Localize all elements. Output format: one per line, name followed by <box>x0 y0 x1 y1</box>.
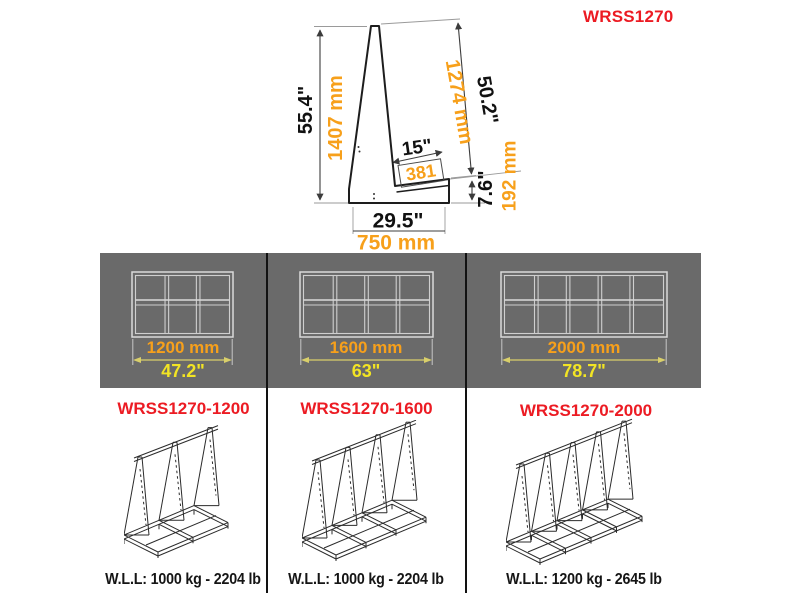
width-mm-label-1200: 1200 mm <box>146 338 220 357</box>
profile-outline <box>348 25 450 204</box>
dim-height-in-label: 55.4" <box>295 85 317 135</box>
dim-deck-in-label: 15" <box>400 135 434 161</box>
dim-height-mm-label: 1407 mm <box>325 75 347 161</box>
width-in-label-2000: 78.7" <box>562 361 606 381</box>
dimension-lines <box>316 22 476 232</box>
wll-label-1600: W.L.L: 1000 kg - 2204 lb <box>288 571 444 588</box>
wll-label-1200: W.L.L: 1000 kg - 2204 lb <box>105 571 261 588</box>
front-view-frames-svg <box>131 271 668 365</box>
width-in-label-1600: 63" <box>351 361 381 381</box>
width-mm-label-1600: 1600 mm <box>329 338 403 357</box>
extension-lines <box>314 18 522 234</box>
rack-3d-drawing-1200 <box>124 425 229 558</box>
model-name-1600: WRSS1270-1600 <box>300 399 433 418</box>
deck-thickness-line <box>396 184 450 193</box>
dim-base-width-in-label: 29.5" <box>372 209 424 233</box>
panel-divider-1 <box>266 253 268 593</box>
dim-base-width-mm-label: 750 mm <box>356 231 436 255</box>
panel-divider-2 <box>465 253 467 593</box>
side-profile-drawing-svg <box>314 18 522 234</box>
model-name-1200: WRSS1270-1200 <box>117 399 250 418</box>
dim-base-height-in-label: 7.6" <box>475 170 497 208</box>
rack-3d-drawing-1600 <box>302 420 427 561</box>
width-in-label-1200: 47.2" <box>161 361 205 381</box>
width-mm-label-2000: 2000 mm <box>547 338 621 357</box>
dim-base-height-mm-label: 192 mm <box>499 140 521 212</box>
wll-label-2000: W.L.L: 1200 kg - 2645 lb <box>506 571 662 588</box>
page-title: WRSS1270 <box>583 7 674 26</box>
model-name-2000: WRSS1270-2000 <box>519 401 653 420</box>
rack-3d-drawing-2000 <box>506 418 643 565</box>
bolt-hole-marks <box>357 146 375 200</box>
